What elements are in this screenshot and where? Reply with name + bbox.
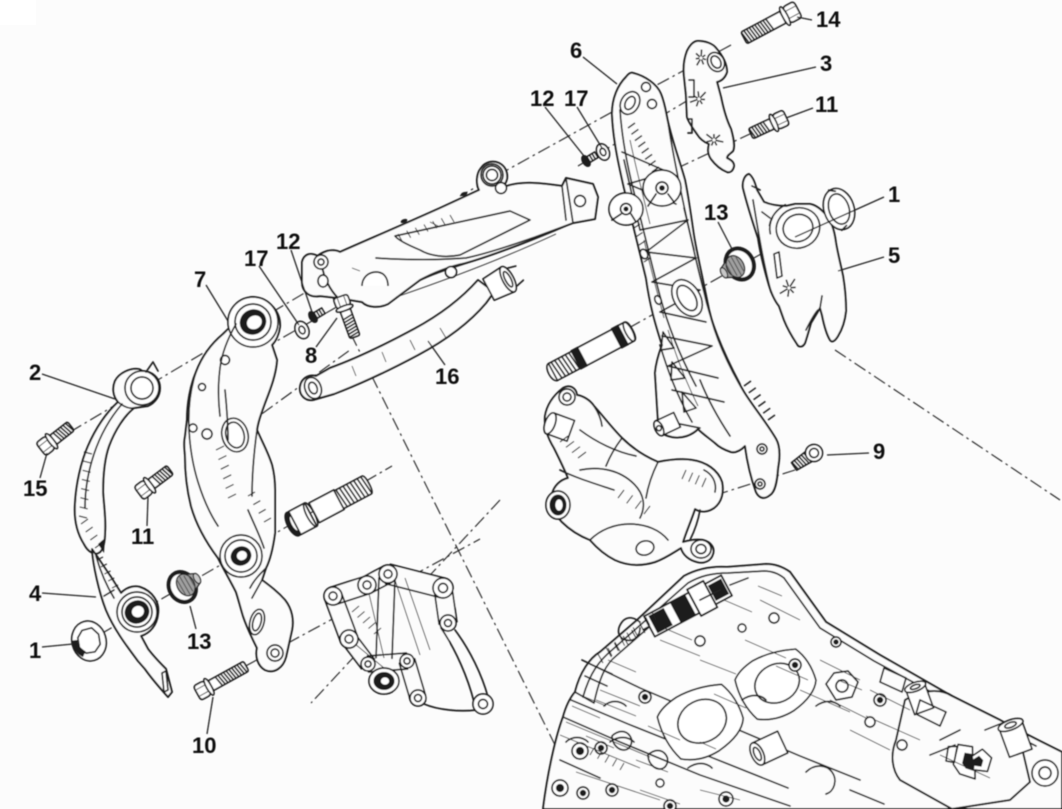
- svg-text:3: 3: [820, 51, 832, 76]
- svg-text:9: 9: [873, 439, 885, 464]
- svg-text:17: 17: [564, 86, 588, 111]
- svg-text:2: 2: [29, 360, 41, 385]
- svg-text:16: 16: [435, 364, 459, 389]
- svg-text:13: 13: [187, 629, 211, 654]
- svg-text:12: 12: [530, 86, 554, 111]
- svg-text:11: 11: [131, 524, 154, 549]
- svg-text:4: 4: [29, 581, 42, 606]
- svg-text:1: 1: [29, 638, 41, 663]
- svg-text:6: 6: [570, 38, 582, 63]
- svg-text:5: 5: [888, 243, 900, 268]
- svg-text:10: 10: [192, 733, 216, 758]
- svg-text:11: 11: [815, 92, 838, 117]
- svg-text:17: 17: [244, 246, 268, 271]
- svg-text:13: 13: [704, 200, 728, 225]
- svg-text:1: 1: [888, 182, 900, 207]
- svg-text:15: 15: [23, 476, 47, 501]
- svg-text:7: 7: [194, 267, 206, 292]
- svg-text:14: 14: [816, 7, 841, 32]
- svg-text:8: 8: [305, 343, 317, 368]
- svg-text:12: 12: [276, 229, 300, 254]
